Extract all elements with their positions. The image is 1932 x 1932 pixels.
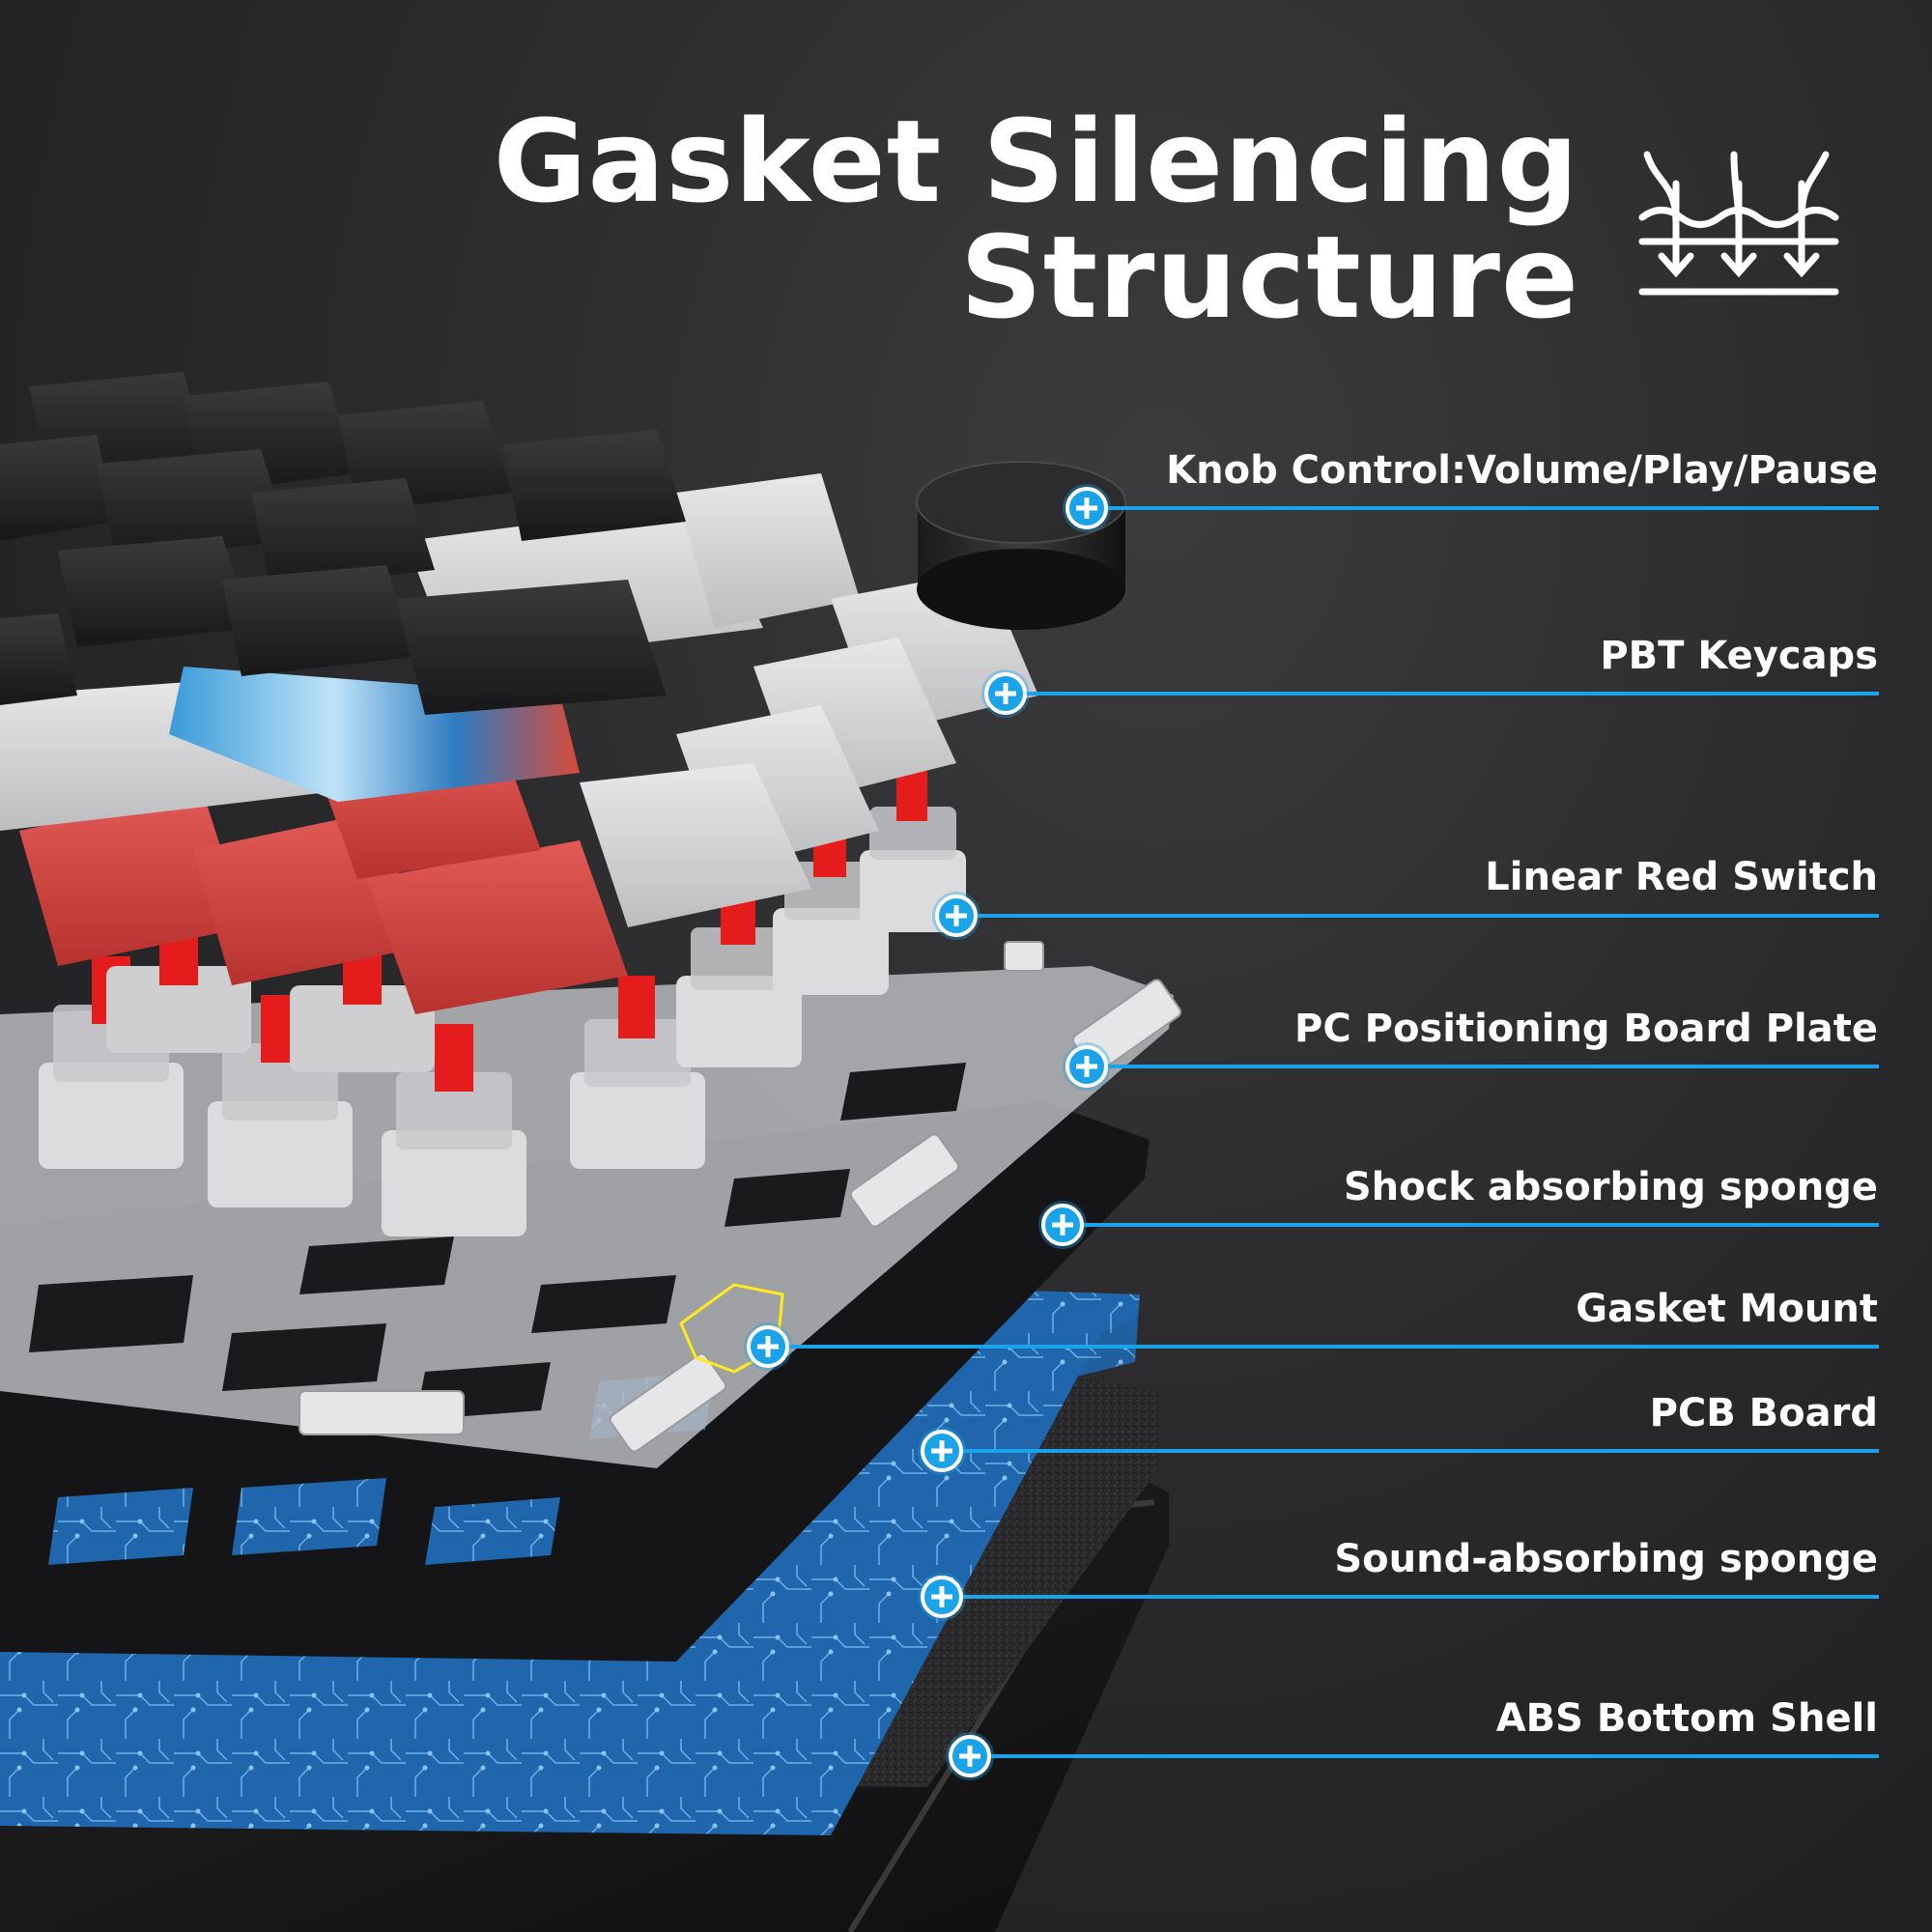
plus-icon[interactable]	[747, 1325, 789, 1368]
page-title-line-1: Gasket Silencing	[493, 95, 1579, 228]
plus-icon[interactable]	[935, 895, 978, 937]
red-switches	[39, 771, 966, 1236]
page-title-line-2: Structure	[959, 211, 1579, 344]
callout-line	[1087, 506, 1879, 510]
callout-line	[956, 914, 1879, 918]
callout-line	[1063, 1223, 1879, 1227]
callout-line	[942, 1449, 1879, 1453]
gasket-silencing-icon	[1638, 151, 1839, 296]
callout-line	[970, 1754, 1879, 1758]
black-keycaps	[0, 372, 686, 715]
callout-label: PBT Keycaps	[1600, 634, 1878, 678]
plus-icon[interactable]	[1065, 487, 1108, 529]
plus-icon[interactable]	[1041, 1204, 1084, 1246]
plus-icon[interactable]	[984, 672, 1027, 715]
callout-label: PCB Board	[1649, 1391, 1878, 1435]
plus-icon[interactable]	[949, 1735, 991, 1777]
plate-cutouts	[29, 1063, 966, 1420]
callout-label: PC Positioning Board Plate	[1294, 1007, 1878, 1051]
callout-label: ABS Bottom Shell	[1495, 1696, 1878, 1741]
rotary-knob	[916, 461, 1126, 630]
plus-icon[interactable]	[921, 1576, 963, 1618]
callout-label: Sound-absorbing sponge	[1334, 1537, 1878, 1581]
callout-line	[1087, 1065, 1879, 1068]
callout-label: Shock absorbing sponge	[1343, 1165, 1878, 1209]
callout-label: Linear Red Switch	[1485, 855, 1878, 899]
callout-label: Knob Control:Volume/Play/Pause	[1166, 448, 1878, 493]
callout-line	[1006, 692, 1879, 696]
callout-label: Gasket Mount	[1576, 1287, 1878, 1331]
callout-line	[942, 1595, 1879, 1599]
plus-icon[interactable]	[921, 1430, 963, 1472]
callout-line	[768, 1345, 1879, 1349]
plus-icon[interactable]	[1065, 1045, 1108, 1088]
